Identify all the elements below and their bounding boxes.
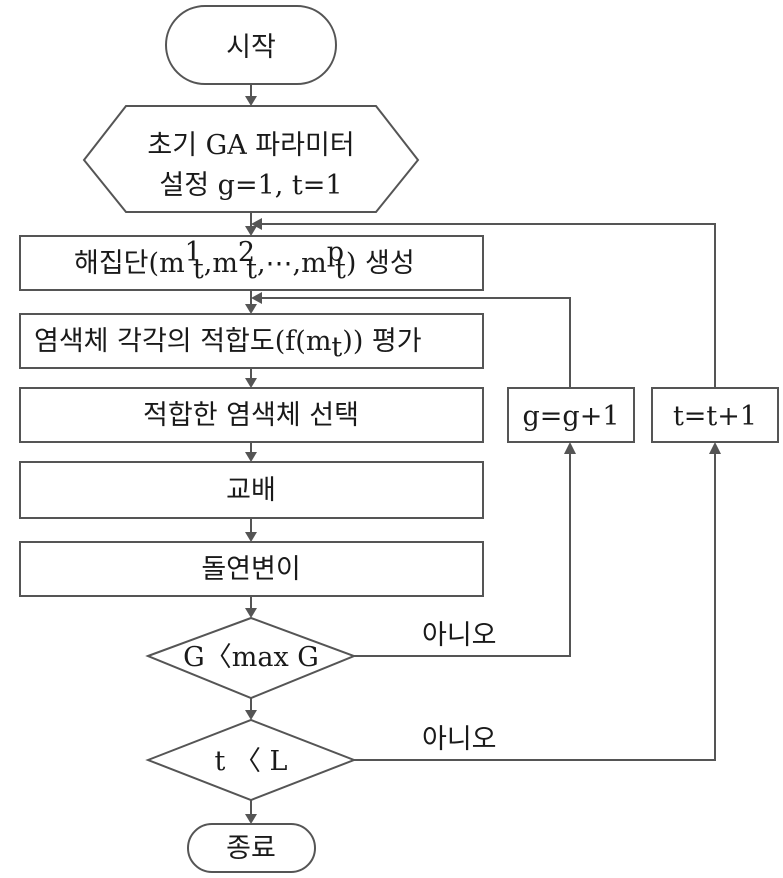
arrowhead-down [245,96,257,106]
arrowhead-down [245,452,257,462]
init-preparation-node [82,105,420,213]
eval-f: f [285,326,297,357]
connector-gupdate-eval [258,297,571,388]
end-label: 종료 [226,833,276,864]
gen-m2: m [212,248,238,279]
gen-dots: ,⋯, [257,248,301,279]
arrowheads [245,96,721,824]
decision-max-generation [145,616,357,700]
mutation-label: 돌연변이 [201,554,300,585]
decision-t-limit-label: t 〈 L [215,746,288,777]
gen-prefix-text: 해집단( [74,248,159,279]
eval-paren: ( [295,326,306,357]
t-increment-label: t=t+1 [673,401,757,432]
connector-cond2-tupdate [354,452,716,761]
eval-suffix-text: )) 평가 [342,326,421,357]
no-label-max-generation: 아니오 [422,620,497,651]
selection-label: 적합한 염색체 선택 [143,400,359,431]
arrowhead-up [564,442,576,454]
start-terminator [165,5,337,85]
end-terminator [187,823,316,873]
init-label-line1: 초기 GA 파라미터 [147,130,354,161]
t-increment-box [651,387,779,443]
arrowhead-left [251,218,262,230]
connector-cond1-gupdate [354,452,571,657]
init-label-line2: 설정 g=1, t=1 [159,170,342,201]
gen-sup1: 1 [185,237,202,268]
generate-population-box [19,235,484,291]
no-label-t-limit: 아니오 [422,724,497,755]
arrowhead-left [251,292,262,304]
evaluate-fitness-box [19,313,484,369]
eval-sub: t [331,332,342,363]
selection-box [19,387,484,443]
gen-supp: p [327,237,344,268]
arrowhead-down [245,304,257,314]
gen-sub2: t [246,254,257,285]
crossover-box [19,461,484,519]
arrowhead-down [245,814,257,824]
gen-mp: m [301,248,327,279]
g-increment-label: g=g+1 [523,401,620,432]
eval-prefix-text: 염색체 각각의 적합도( [34,326,285,357]
arrowhead-down [245,710,257,720]
arrowhead-down [245,226,257,236]
arrowhead-down [245,608,257,618]
evaluate-fitness-label: 염색체 각각의 적합도(f(mt)) 평가 [34,326,422,363]
gen-comma: , [204,248,213,279]
gen-sup2: 2 [238,237,255,268]
eval-m: m [306,326,332,357]
gen-subp: t [335,254,346,285]
connectors [250,84,716,820]
gen-suffix-text: ) 생성 [346,248,415,279]
gen-m1: m [159,248,185,279]
decision-max-generation-label: G〈max G [183,642,319,673]
gen-sub1: t [193,254,204,285]
arrowhead-down [245,378,257,388]
start-label: 시작 [226,32,276,63]
connector-tupdate-gen [258,223,716,388]
decision-t-limit [145,718,357,802]
arrowhead-up [709,442,721,454]
crossover-label: 교배 [226,475,276,506]
mutation-box [19,541,484,597]
g-increment-box [507,387,635,443]
arrowhead-down [245,532,257,542]
